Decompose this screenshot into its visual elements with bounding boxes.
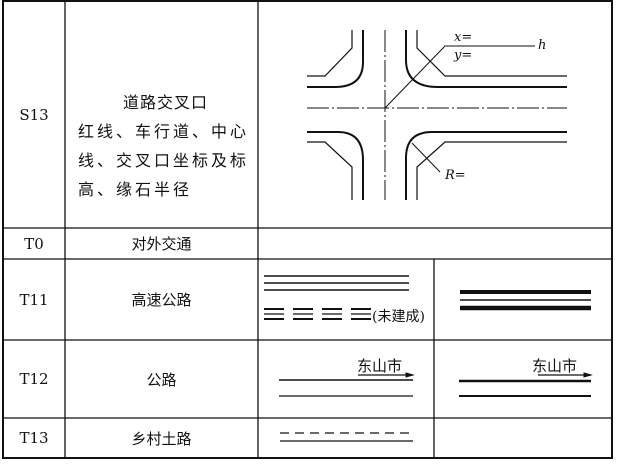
desc-s13: 道路交叉口 红线、车行道、中心线、交叉口坐标及标高、缘石半径 (78, 88, 253, 204)
label-y: y= (454, 48, 473, 63)
table-grid (2, 0, 613, 459)
expressway-symbol (264, 275, 591, 320)
title-t12: 公路 (146, 370, 177, 389)
code-t12: T12 (19, 370, 49, 388)
highway-symbol (279, 372, 593, 397)
label-h: h (538, 38, 547, 53)
description-s13: 红线、车行道、中心线、交叉口坐标及标高、缘石半径 (78, 122, 250, 199)
code-t0: T0 (24, 234, 44, 253)
arrow-icon (583, 372, 593, 378)
label-x: x= (454, 30, 473, 45)
title-s13: 道路交叉口 (122, 93, 208, 112)
note-unbuilt: (未建成) (372, 309, 425, 325)
city-label-left: 东山市 (357, 357, 403, 375)
title-t11: 高速公路 (131, 291, 192, 309)
label-r: R= (445, 168, 466, 183)
title-t13: 乡村土路 (131, 429, 192, 448)
code-s13: S13 (19, 105, 49, 124)
arrow-icon (405, 372, 415, 378)
code-t13: T13 (19, 429, 49, 447)
code-t11: T11 (19, 290, 49, 309)
city-label-right: 东山市 (532, 357, 578, 375)
title-t0: 对外交通 (131, 235, 192, 253)
intersection-symbol (307, 30, 567, 200)
dirt-road-symbol (280, 432, 413, 442)
